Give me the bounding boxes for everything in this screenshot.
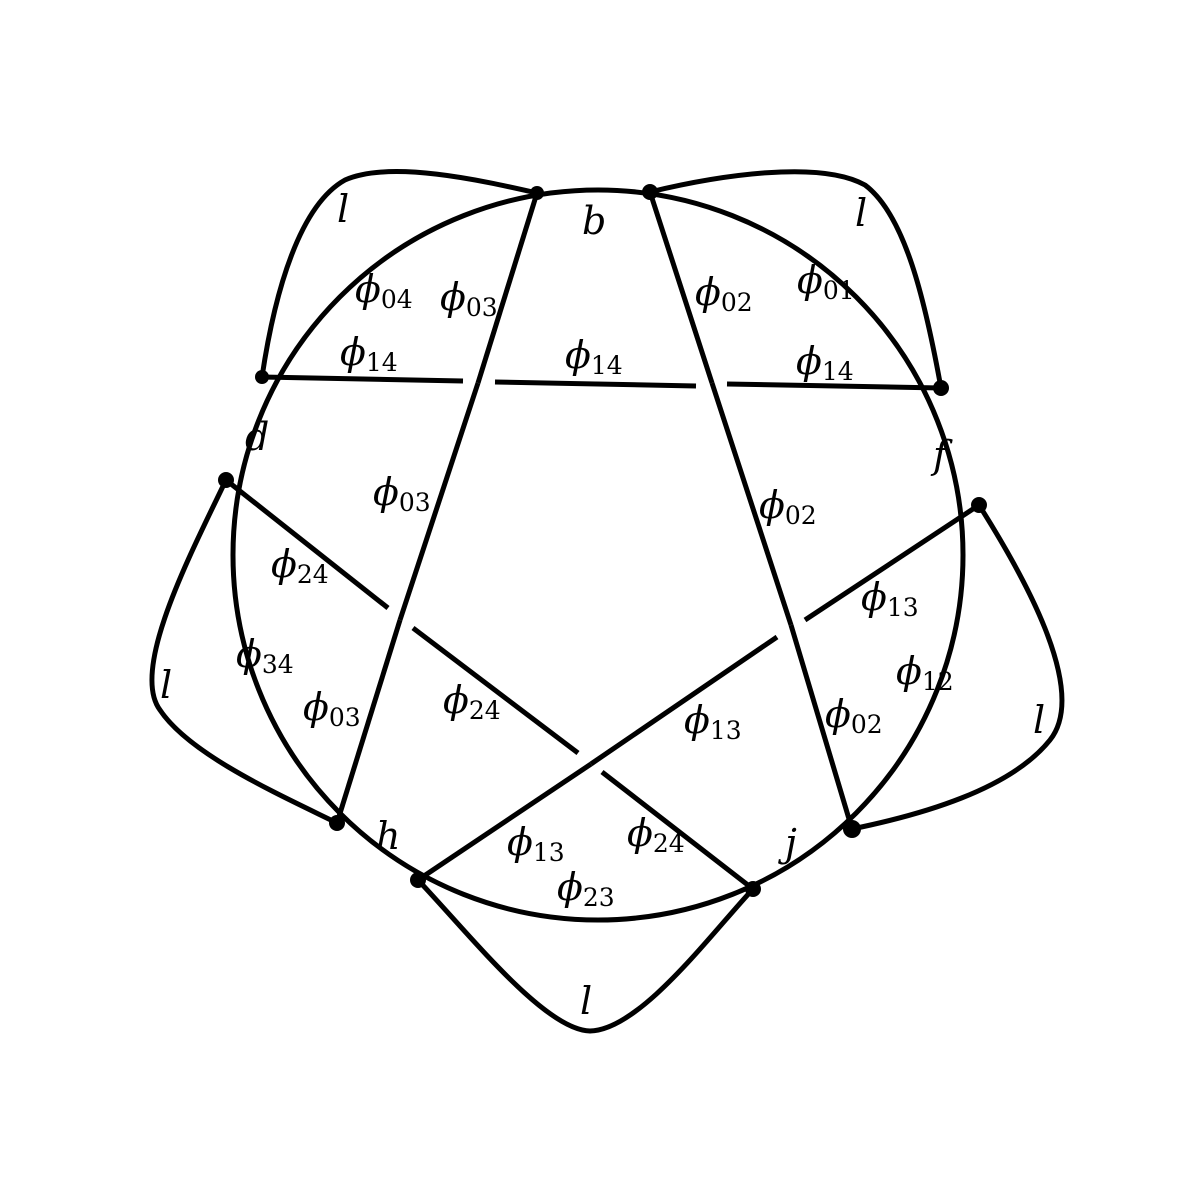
region-label-h: h [376, 814, 400, 858]
line-d-f-mid [494, 379, 697, 389]
region-label-l: l [580, 979, 592, 1023]
line-f-h-mid [589, 634, 779, 767]
edge-label: ϕ24 [627, 811, 685, 858]
region-label-l: l [1033, 698, 1045, 742]
region-label-d: d [245, 415, 269, 459]
edge-label: ϕ02 [695, 270, 753, 317]
line-f-h-low [416, 761, 593, 883]
loop-top-left [259, 169, 538, 378]
region-label-l: l [160, 663, 172, 707]
line-b-h-mid [397, 382, 481, 621]
edge-label: ϕ14 [796, 339, 854, 386]
line-d-j-mid [411, 626, 580, 755]
vertex [933, 380, 949, 396]
vertex [642, 184, 658, 200]
loop-right [851, 503, 1065, 832]
edge-label: ϕ01 [797, 258, 855, 305]
region-label-l: l [855, 191, 867, 235]
vertex [530, 186, 544, 200]
edge-label: ϕ03 [440, 275, 498, 322]
vertex [843, 820, 861, 838]
edge-label: ϕ13 [507, 820, 565, 867]
loop-top-right [649, 169, 944, 389]
edge-label: ϕ03 [303, 685, 361, 732]
edge-label: ϕ13 [861, 575, 919, 622]
edge-label: ϕ02 [825, 692, 883, 739]
loop-bottom [416, 878, 755, 1034]
line-d-j-top [224, 478, 390, 610]
edge-label: ϕ23 [557, 865, 615, 912]
vertex [329, 815, 345, 831]
edge-label: ϕ02 [759, 483, 817, 530]
vertex [971, 497, 987, 513]
line-b-h-top [475, 192, 540, 384]
line-b-j-mid [709, 382, 794, 626]
vertex [255, 370, 269, 384]
line-b-j-top [647, 191, 715, 384]
loop-left [149, 478, 339, 826]
edge-label: ϕ13 [684, 698, 742, 745]
edge-label: ϕ04 [355, 267, 413, 314]
line-d-j-low [600, 770, 755, 891]
edge-label: ϕ24 [271, 542, 329, 589]
region-label-j: j [778, 821, 797, 865]
vertex [745, 881, 761, 897]
outer-circle [230, 187, 966, 923]
edge-label: ϕ14 [340, 330, 398, 377]
edge-label: ϕ03 [373, 470, 431, 517]
region-label-l: l [337, 187, 349, 231]
line-d-f-left [261, 374, 464, 384]
edge-label: ϕ34 [236, 632, 294, 679]
edge-label: ϕ12 [896, 649, 954, 696]
line-f-h-top [803, 502, 981, 623]
edge-label: ϕ14 [565, 333, 623, 380]
vertex [218, 472, 234, 488]
edge-label: ϕ24 [443, 678, 501, 725]
vertex [410, 872, 426, 888]
line-d-f-right [726, 381, 942, 391]
region-label-b: b [582, 199, 606, 243]
line-b-h-low [334, 619, 403, 824]
line-b-j-low [788, 624, 855, 830]
